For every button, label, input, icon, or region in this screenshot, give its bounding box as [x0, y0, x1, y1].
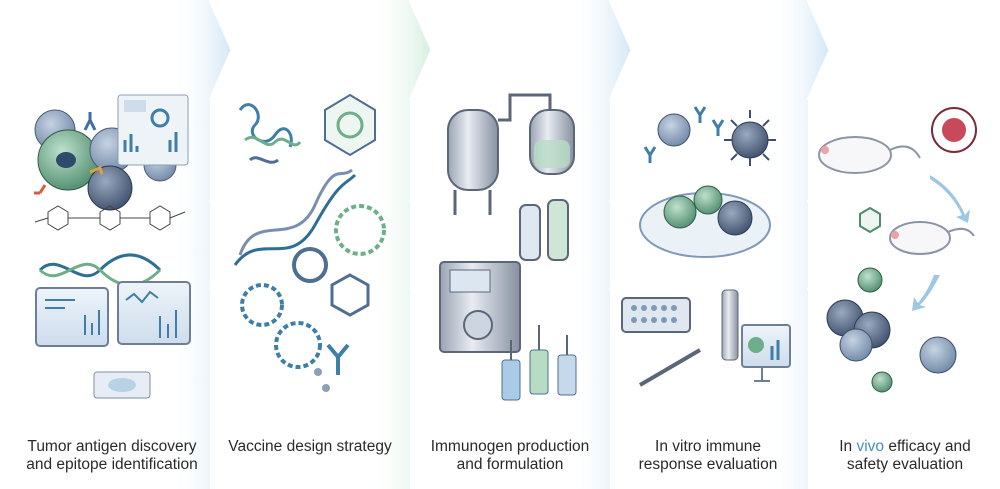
- tumor-icon: [931, 107, 977, 153]
- stage-label-line2: and formulation: [456, 456, 564, 473]
- dna-helix-icon: [38, 253, 162, 287]
- molecule-structure-icon: [34, 205, 186, 231]
- petri-dish-icon: [639, 185, 771, 258]
- stage-label-line2: response evaluation: [638, 456, 778, 473]
- vial-icon: [501, 325, 577, 401]
- panel-production: [439, 93, 577, 401]
- virus-particle-icon: [324, 93, 376, 157]
- well-plate-icon: [621, 297, 691, 333]
- dna-helix-icon: [233, 168, 357, 266]
- computer-monitor-icon: [35, 281, 191, 399]
- pipette-icon: [638, 289, 739, 387]
- stage-label-line1: Immunogen production: [430, 438, 590, 455]
- chromatography-column-icon: [519, 199, 569, 261]
- plasmid-ring-icon: [240, 204, 386, 369]
- antibody-icon: [643, 106, 725, 163]
- stage-label-antigen-discovery: Tumor antigen discovery and epitope iden…: [22, 438, 202, 474]
- line1-accent: vivo: [856, 438, 885, 455]
- mouse-icon: [818, 136, 975, 255]
- panel-in-vivo: [818, 107, 977, 393]
- stage-label-line1: In vivo efficacy and: [815, 438, 995, 456]
- stage-label-line1: In vitro immune: [655, 438, 761, 455]
- panel-antigen-discovery: [34, 94, 191, 399]
- immune-cell-icon: [826, 206, 957, 393]
- immune-cell-icon: [657, 110, 776, 166]
- protein-structure-icon: [238, 103, 302, 164]
- stage-label-line1: Vaccine design strategy: [228, 438, 392, 455]
- stage-label-in-vitro: In vitro immune response evaluation: [618, 438, 798, 474]
- panel-vaccine-design: [233, 93, 386, 392]
- bioreactor-icon: [447, 93, 575, 215]
- panel-in-vitro: [621, 106, 791, 387]
- stage-label-line2: safety evaluation: [846, 456, 964, 473]
- line1-suffix: efficacy and: [884, 438, 971, 455]
- stage-label-line2: and epitope identification: [26, 456, 198, 473]
- stage-label-in-vivo: In vivo efficacy and safety evaluation: [815, 438, 995, 474]
- stage-label-production: Immunogen production and formulation: [418, 438, 602, 474]
- line1-prefix: In: [839, 438, 857, 455]
- data-panel-icon: [117, 94, 189, 166]
- monitor-chart-icon: [741, 324, 791, 382]
- arrow-icon: [912, 175, 970, 311]
- stage-label-vaccine-design: Vaccine design strategy: [222, 438, 398, 456]
- hexagon-molecule-icon: [330, 273, 370, 317]
- antibody-icon: [314, 343, 350, 392]
- stage-label-line1: Tumor antigen discovery: [27, 438, 197, 455]
- production-machine-icon: [439, 261, 521, 353]
